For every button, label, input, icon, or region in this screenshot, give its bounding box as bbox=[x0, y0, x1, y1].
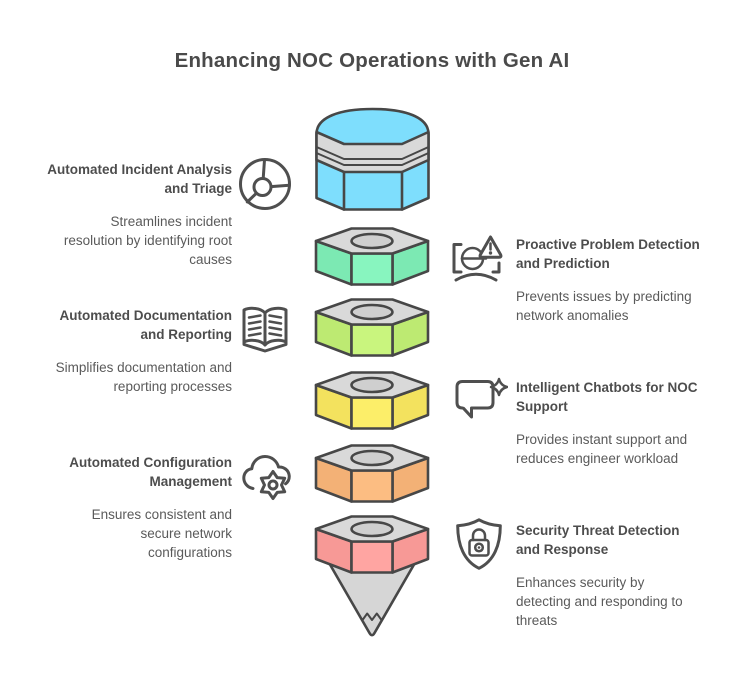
chat-sparkle-icon bbox=[455, 377, 508, 419]
shield-lock-icon bbox=[456, 518, 502, 570]
feature-heading: Intelligent Chatbots for NOC Support bbox=[516, 380, 698, 414]
feature-heading: Automated Incident Analysis and Triage bbox=[47, 162, 232, 196]
funnel-segment-nut-3 bbox=[314, 371, 430, 430]
anomaly-scan-warning-icon bbox=[452, 235, 503, 282]
feature-body: Prevents issues by predicting network an… bbox=[516, 289, 692, 323]
feature-heading: Proactive Problem Detection and Predicti… bbox=[516, 237, 700, 271]
feature-heading: Security Threat Detection and Response bbox=[516, 523, 680, 557]
funnel-segment-nut-5 bbox=[314, 515, 430, 574]
feature-body: Ensures consistent and secure network co… bbox=[91, 507, 232, 560]
feature-body: Simplifies documentation and reporting p… bbox=[55, 360, 232, 394]
feature-heading: Automated Configuration Management bbox=[69, 455, 232, 489]
feature-body: Streamlines incident resolution by ident… bbox=[63, 214, 232, 267]
funnel-segment-nut-4 bbox=[314, 444, 430, 503]
feature-body: Enhances security by detecting and respo… bbox=[516, 575, 683, 628]
feature-chatbots: Intelligent Chatbots for NOC Support Pro… bbox=[516, 378, 742, 468]
feature-security: Security Threat Detection and Response E… bbox=[516, 521, 742, 630]
feature-configuration: Automated Configuration Management Ensur… bbox=[22, 453, 232, 562]
feature-documentation: Automated Documentation and Reporting Si… bbox=[22, 306, 232, 396]
feature-body: Provides instant support and reduces eng… bbox=[516, 432, 688, 466]
feature-incident-analysis: Automated Incident Analysis and Triage S… bbox=[22, 160, 232, 269]
funnel-segment-eraser-cap bbox=[315, 107, 430, 211]
feature-heading: Automated Documentation and Reporting bbox=[59, 308, 232, 342]
page-title: Enhancing NOC Operations with Gen AI bbox=[174, 49, 570, 72]
open-book-icon bbox=[242, 306, 288, 353]
feature-proactive-detection: Proactive Problem Detection and Predicti… bbox=[516, 235, 742, 325]
funnel-segment-nut-2 bbox=[314, 298, 430, 357]
funnel-segment-nut-1 bbox=[314, 227, 430, 286]
cloud-gear-icon bbox=[242, 455, 291, 500]
root-cause-wheel-icon bbox=[239, 158, 291, 210]
